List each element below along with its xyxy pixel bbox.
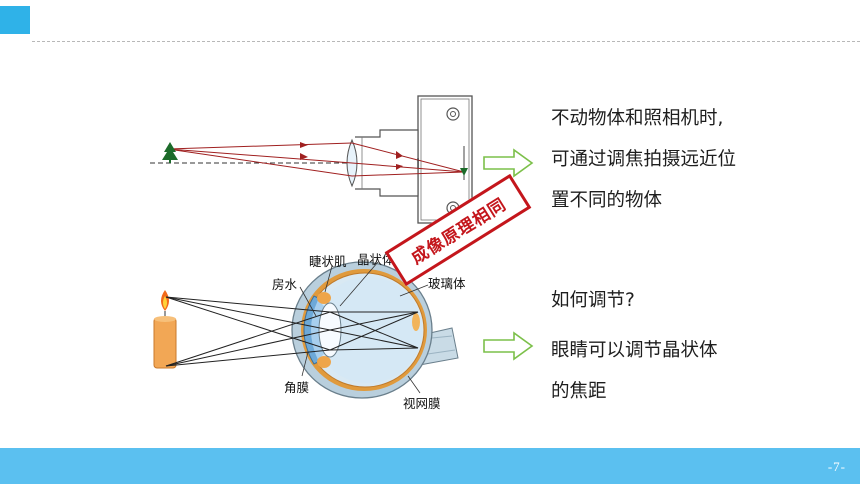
eye-answer-line-1: 眼睛可以调节晶状体: [551, 340, 718, 361]
label-vitreous-body: 玻璃体: [428, 276, 466, 291]
camera-explanation: 不动物体和照相机时, 可通过调焦拍摄远近位 置不同的物体: [551, 98, 736, 221]
label-aqueous-humor: 房水: [272, 277, 298, 292]
arrow-eye-icon: [483, 331, 534, 361]
eye-answer-line-2: 的焦距: [551, 381, 607, 402]
eye-question: 如何调节?: [551, 280, 635, 321]
label-retina: 视网膜: [403, 396, 441, 411]
label-ciliary-muscle: 睫状肌: [309, 254, 347, 269]
label-cornea: 角膜: [284, 380, 310, 395]
arrow-camera-icon: [483, 148, 534, 178]
camera-line-3: 置不同的物体: [551, 190, 663, 211]
eye-answer: 眼睛可以调节晶状体 的焦距: [551, 330, 718, 412]
header-divider: [32, 41, 860, 42]
camera-line-1: 不动物体和照相机时,: [551, 108, 724, 129]
footer-bar: -7-: [0, 448, 860, 484]
camera-line-2: 可通过调焦拍摄远近位: [551, 149, 737, 170]
page-number: -7-: [827, 459, 846, 474]
corner-accent-block: [0, 6, 30, 34]
eye-question-text: 如何调节?: [551, 290, 635, 311]
label-lens: 晶状体: [357, 252, 395, 267]
